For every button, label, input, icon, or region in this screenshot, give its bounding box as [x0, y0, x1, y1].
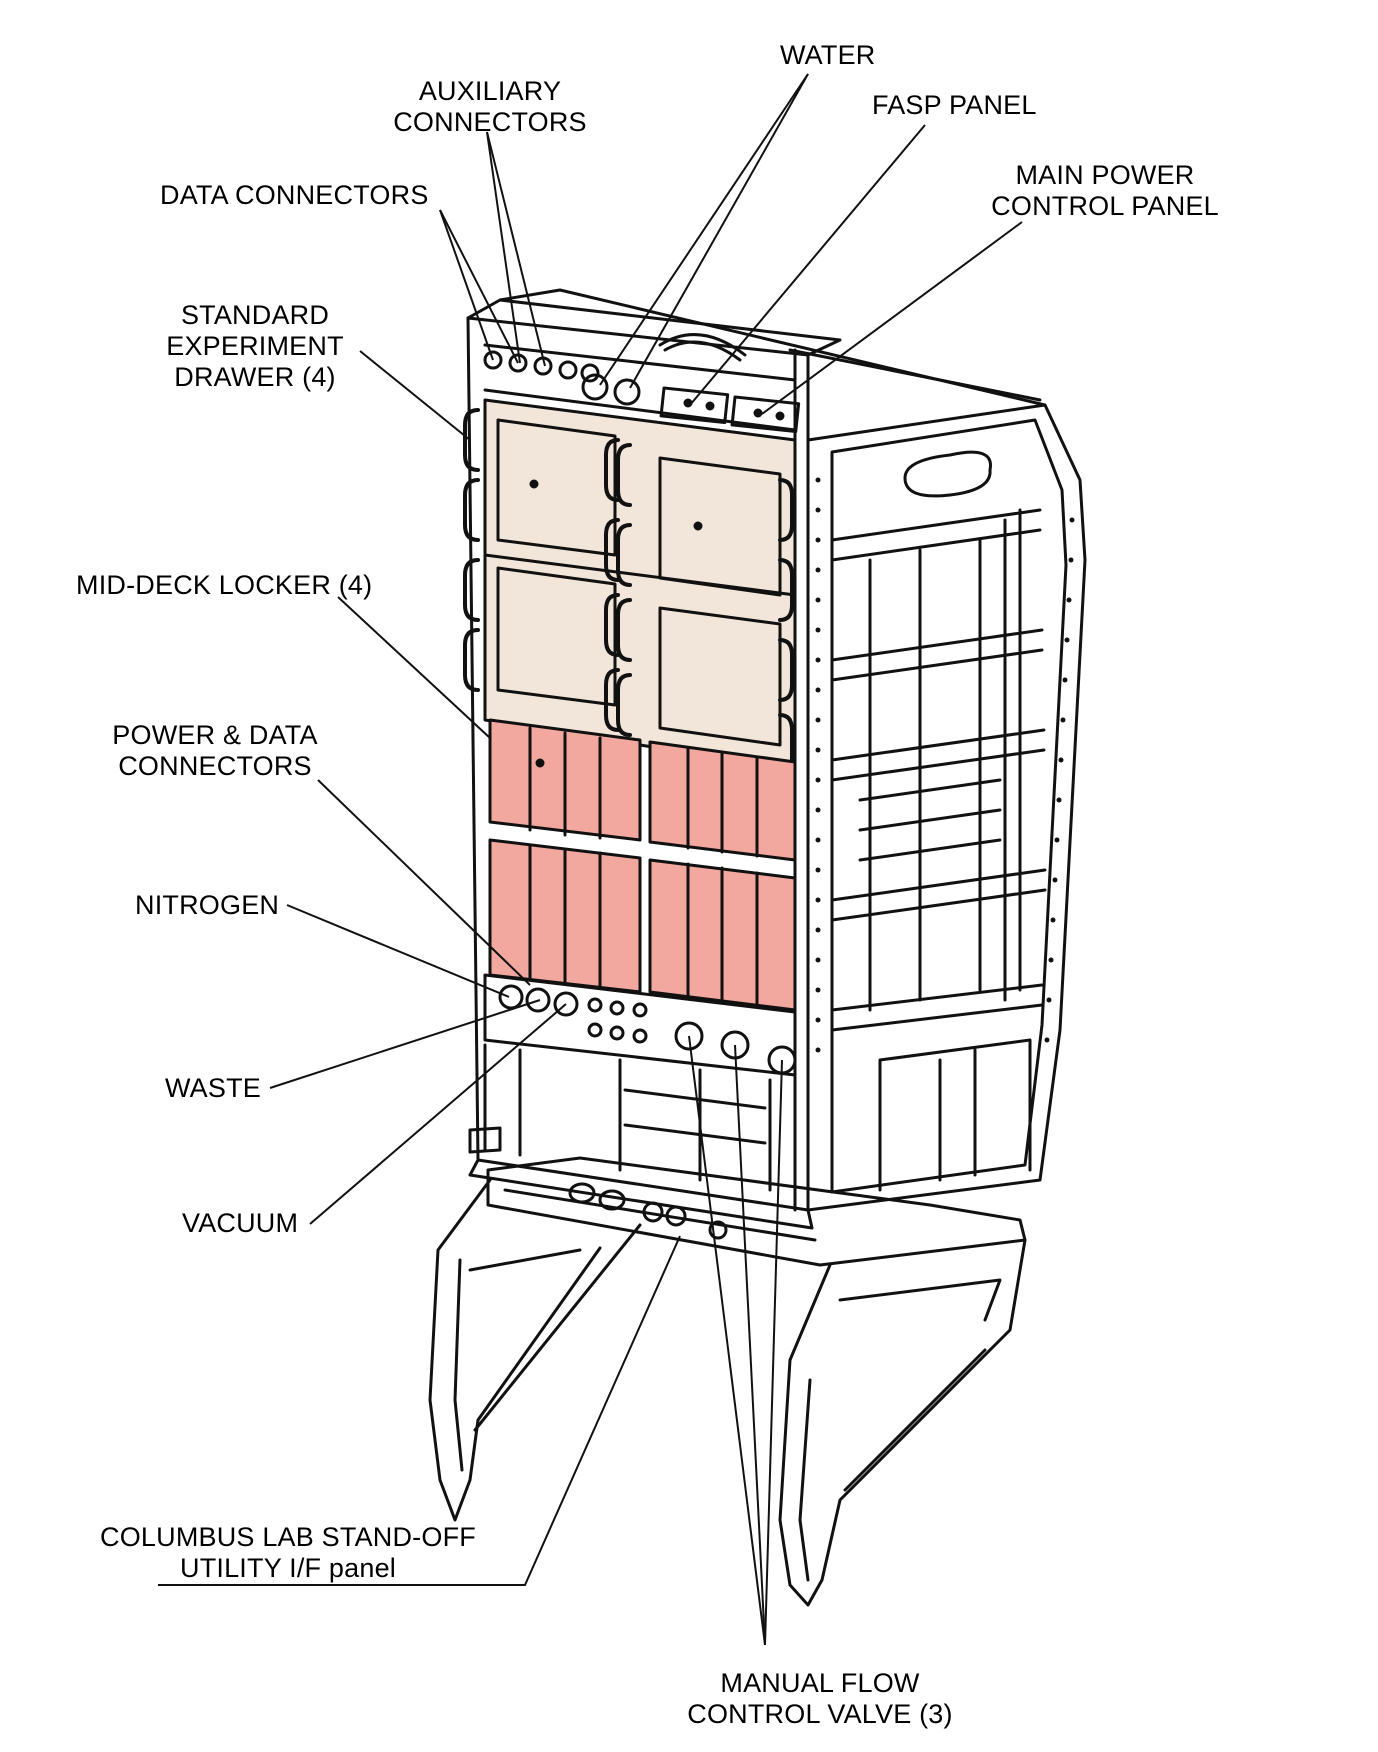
locker-ribs	[528, 726, 759, 1006]
label-line: CONNECTORS	[393, 107, 587, 137]
label-line: DRAWER (4)	[174, 362, 336, 392]
label-line: MAIN POWER	[1015, 160, 1195, 190]
drawer-handles	[463, 408, 794, 777]
label-line: EXPERIMENT	[166, 331, 344, 361]
label-main-power-control-panel: MAIN POWER CONTROL PANEL	[985, 160, 1225, 222]
stand-off-base	[428, 1156, 1027, 1607]
label-line: MANUAL FLOW	[720, 1668, 920, 1698]
label-waste: WASTE	[165, 1073, 262, 1103]
label-line: POWER & DATA	[112, 720, 318, 750]
label-water: WATER	[780, 40, 876, 70]
label-line: CONNECTORS	[118, 751, 312, 781]
rack-side-frame	[806, 403, 1087, 1212]
label-power-data-connectors: POWER & DATA CONNECTORS	[100, 720, 330, 782]
label-columbus-lab-stand-off: COLUMBUS LAB STAND-OFF UTILITY I/F panel	[88, 1522, 488, 1584]
label-mid-deck-locker: MID-DECK LOCKER (4)	[76, 570, 373, 600]
label-line: COLUMBUS LAB STAND-OFF	[100, 1522, 476, 1552]
label-auxiliary-connectors: AUXILIARY CONNECTORS	[378, 76, 602, 138]
label-data-connectors: DATA CONNECTORS	[160, 180, 429, 210]
leader-lines	[158, 73, 1023, 1646]
label-fasp-panel: FASP PANEL	[872, 90, 1037, 120]
label-line: CONTROL PANEL	[991, 191, 1219, 221]
label-line: UTILITY I/F panel	[180, 1553, 396, 1583]
label-line: CONTROL VALVE (3)	[687, 1699, 953, 1729]
label-vacuum: VACUUM	[182, 1208, 299, 1238]
rivets	[815, 477, 1075, 1053]
lower-frame	[468, 1043, 772, 1192]
label-standard-experiment-drawer: STANDARD EXPERIMENT DRAWER (4)	[155, 300, 355, 393]
experiment-drawers	[483, 398, 797, 772]
drawer-panels	[483, 418, 797, 747]
label-line: STANDARD	[180, 300, 330, 330]
label-nitrogen: NITROGEN	[135, 890, 280, 920]
label-line: AUXILIARY	[418, 76, 562, 106]
label-manual-flow-control-valve: MANUAL FLOW CONTROL VALVE (3)	[680, 1668, 960, 1730]
